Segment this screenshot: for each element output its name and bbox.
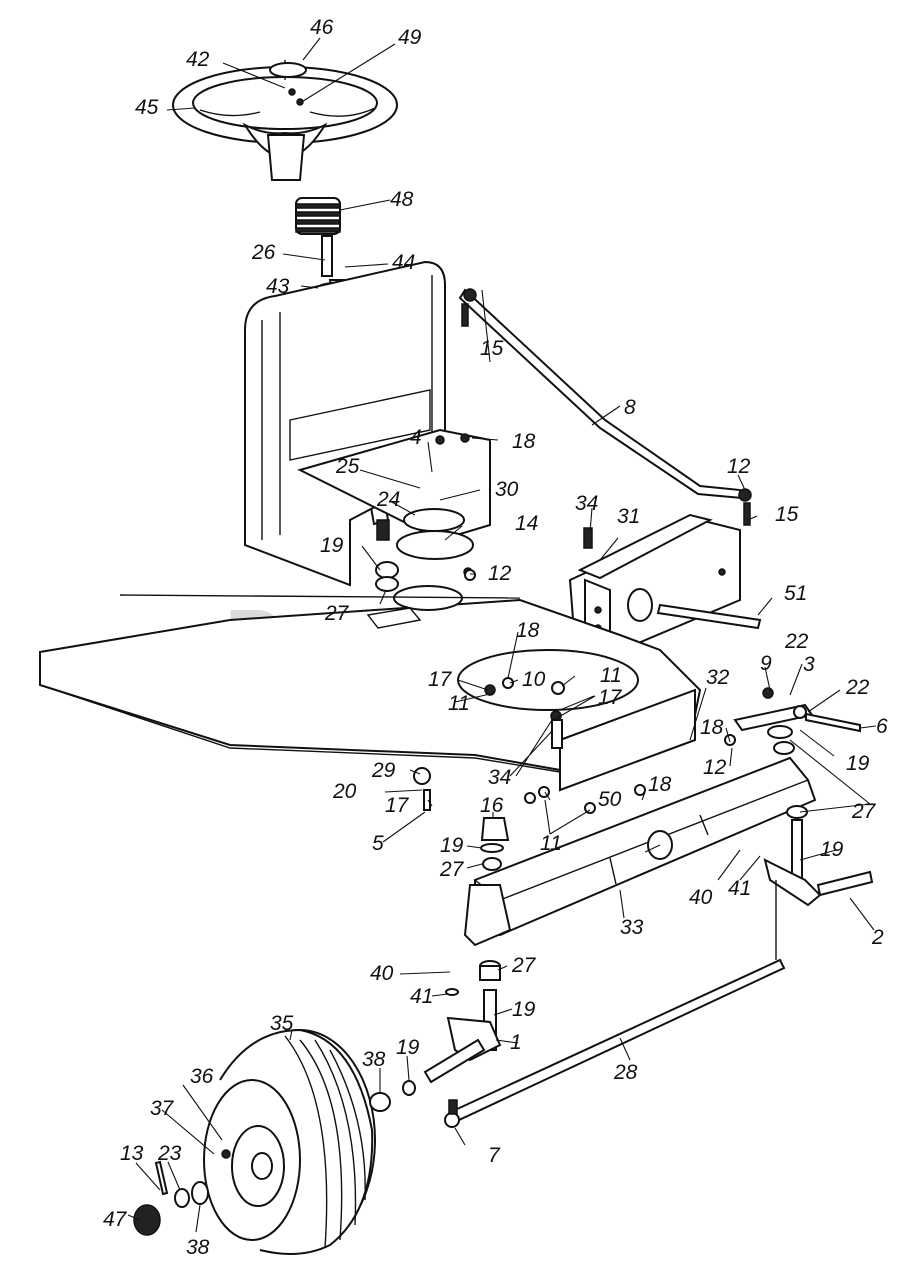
wheel-bearing-38-upper[interactable] [369,1080,416,1112]
left-bushing-stack[interactable] [479,817,510,981]
leader-lines [127,37,877,1233]
callout-27[interactable]: 27 [511,954,537,977]
callout-22[interactable]: 22 [784,630,809,653]
callout-6[interactable]: 6 [876,715,888,738]
mounting-bracket[interactable] [568,513,762,657]
callout-42[interactable]: 42 [186,48,210,71]
callout-17[interactable]: 17 [385,794,410,817]
callout-30[interactable]: 30 [495,478,519,501]
callout-37[interactable]: 37 [150,1097,175,1120]
callout-19[interactable]: 19 [320,534,344,557]
callout-9[interactable]: 9 [760,652,772,675]
callout-18[interactable]: 18 [512,430,536,453]
callout-27[interactable]: 27 [324,602,350,625]
callout-13[interactable]: 13 [120,1142,144,1165]
callout-35[interactable]: 35 [270,1012,294,1035]
callout-28[interactable]: 28 [613,1061,638,1084]
callout-19[interactable]: 19 [440,834,464,857]
callout-34[interactable]: 34 [488,766,511,789]
callout-18[interactable]: 18 [700,716,724,739]
callout-38[interactable]: 38 [362,1048,386,1071]
callout-50[interactable]: 50 [598,788,622,811]
callout-14[interactable]: 14 [515,512,538,535]
left-spindle[interactable] [423,988,502,1084]
steering-wheel[interactable] [172,60,398,181]
frame-hardware[interactable] [413,569,736,814]
callout-36[interactable]: 36 [190,1065,214,1088]
steering-spring[interactable] [295,197,341,235]
callout-2[interactable]: 2 [871,926,884,949]
callout-29[interactable]: 29 [371,759,396,782]
callout-4[interactable]: 4 [410,426,422,449]
callout-20[interactable]: 20 [332,780,357,803]
callout-15[interactable]: 15 [480,337,504,360]
callout-49[interactable]: 49 [398,26,422,49]
callout-5[interactable]: 5 [372,832,384,855]
callout-16[interactable]: 16 [480,794,504,817]
callout-51[interactable]: 51 [784,582,807,605]
callout-7[interactable]: 7 [488,1144,501,1167]
callout-23[interactable]: 23 [157,1142,182,1165]
callout-24[interactable]: 24 [376,488,400,511]
callout-31[interactable]: 31 [617,505,640,528]
callout-27[interactable]: 27 [439,858,465,881]
callout-43[interactable]: 43 [266,275,290,298]
callout-33[interactable]: 33 [620,916,644,939]
callout-41[interactable]: 41 [728,877,751,900]
steering-sector[interactable] [297,428,491,592]
callout-27[interactable]: 27 [851,800,877,823]
right-spindle[interactable] [763,725,874,907]
wheel-hardware-outer[interactable] [133,1160,209,1236]
callout-44[interactable]: 44 [392,251,415,274]
callout-41[interactable]: 41 [410,985,433,1008]
callout-34[interactable]: 34 [575,492,598,515]
callout-22[interactable]: 22 [845,676,870,699]
callout-11[interactable]: 11 [448,692,470,715]
callout-40[interactable]: 40 [370,962,394,985]
callout-labels: 46 42 49 45 48 26 44 43 15 8 4 18 25 30 … [103,16,888,1259]
callout-18[interactable]: 18 [516,619,540,642]
dashboard-console [244,260,446,587]
callout-12[interactable]: 12 [703,756,727,779]
main-frame [39,585,702,792]
callout-26[interactable]: 26 [251,241,276,264]
callout-45[interactable]: 45 [135,96,159,119]
callout-40[interactable]: 40 [689,886,713,909]
callout-15[interactable]: 15 [775,503,799,526]
callout-32[interactable]: 32 [706,666,730,689]
callout-8[interactable]: 8 [624,396,636,419]
callout-17[interactable]: 17 [598,686,623,709]
callout-19[interactable]: 19 [846,752,870,775]
callout-19[interactable]: 19 [396,1036,420,1059]
callout-1[interactable]: 1 [510,1031,522,1054]
callout-3[interactable]: 3 [803,653,815,676]
callout-12[interactable]: 12 [488,562,512,585]
callout-38[interactable]: 38 [186,1236,210,1259]
front-wheel[interactable] [203,1028,376,1255]
tie-rod[interactable] [444,880,786,1128]
callout-47[interactable]: 47 [103,1208,128,1231]
callout-12[interactable]: 12 [727,455,751,478]
callout-46[interactable]: 46 [310,16,334,39]
callout-11[interactable]: 11 [600,664,622,687]
callout-11[interactable]: 11 [540,832,562,855]
callout-48[interactable]: 48 [390,188,414,211]
callout-10[interactable]: 10 [522,668,546,691]
callout-25[interactable]: 25 [335,455,360,478]
callout-18[interactable]: 18 [648,773,672,796]
callout-19[interactable]: 19 [820,838,844,861]
drag-link[interactable] [458,288,752,526]
callout-19[interactable]: 19 [512,998,536,1021]
callout-17[interactable]: 17 [428,668,453,691]
steering-arm[interactable] [733,687,861,733]
